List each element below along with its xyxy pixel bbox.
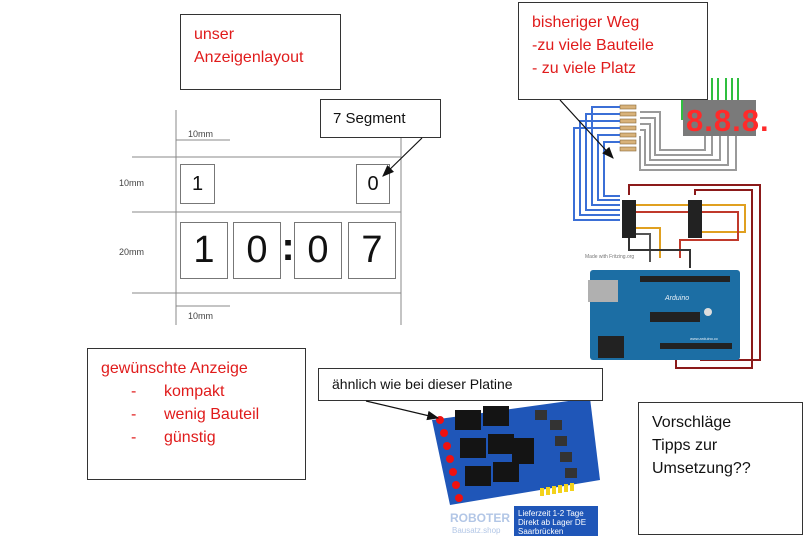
red-leds	[436, 416, 463, 502]
suggestions-box: Vorschläge Tipps zur Umsetzung??	[638, 402, 803, 535]
desired-bullet-1: - kompakt	[101, 380, 305, 403]
layout-note-line-1: unser	[194, 26, 235, 43]
large-digit-4-text: 7	[361, 229, 383, 271]
seven-segment-modules	[455, 406, 534, 486]
small-digit-right-text: 0	[367, 172, 379, 195]
push-buttons	[535, 410, 577, 478]
previous-way-box: bisheriger Weg -zu viele Bauteile - zu v…	[518, 2, 708, 100]
shift-register-1	[622, 200, 636, 238]
shift-register-2	[688, 200, 702, 238]
layout-note-line-2: Anzeigenlayout	[194, 49, 304, 66]
similar-note-box: ähnlich wie bei dieser Platine	[318, 368, 603, 401]
desired-bullet-3-text: günstig	[164, 429, 216, 446]
desired-bullet-3: - günstig	[101, 426, 305, 449]
desired-bullet-2-text: wenig Bauteil	[164, 406, 260, 423]
large-digit-1: 1	[180, 222, 228, 279]
desired-display-title: gewünschte Anzeige	[101, 360, 248, 377]
banner-line-1: Lieferzeit 1-2 Tage	[518, 509, 584, 518]
banner-line-2: Direkt ab Lager DE	[518, 518, 586, 527]
led-display	[683, 100, 756, 136]
led-display-text: 8.8.8.	[686, 103, 770, 138]
segment-note-text: 7 Segment	[333, 110, 406, 127]
bullet-marker: -	[131, 383, 137, 400]
layout-note-box: unser Anzeigenlayout	[180, 14, 341, 90]
small-digit-left: 1	[180, 164, 215, 204]
large-digit-3-text: 0	[307, 229, 329, 271]
large-digit-4: 7	[348, 222, 396, 279]
previous-way-line-1: bisheriger Weg	[532, 14, 640, 31]
small-digit-left-text: 1	[191, 172, 204, 195]
similar-note-text: ähnlich wie bei dieser Platine	[332, 376, 513, 392]
colon-text: :	[281, 225, 295, 269]
large-digit-3: 0	[294, 222, 342, 279]
shop-banner	[514, 506, 598, 536]
previous-way-line-3: - zu viele Platz	[532, 60, 637, 77]
large-digit-1-text: 1	[193, 229, 215, 271]
desired-display-box: gewünschte Anzeige - kompakt - wenig Bau…	[87, 348, 306, 480]
desired-bullet-2: - wenig Bauteil	[101, 403, 305, 426]
fritzing-credit: Made with Fritzing.org	[585, 254, 634, 260]
arduino-label: Arduino	[664, 295, 689, 302]
arduino-site: www.arduino.cc	[690, 336, 718, 341]
suggestions-line-1: Vorschläge	[652, 414, 732, 431]
segment-note-box: 7 Segment	[320, 99, 441, 138]
header-pins	[540, 483, 574, 496]
usb-port	[588, 280, 618, 302]
bullet-marker: -	[131, 429, 137, 446]
suggestions-line-2: Tipps zur	[652, 437, 718, 454]
large-digit-2: 0	[233, 222, 281, 279]
previous-way-line-2: -zu viele Bauteile	[532, 37, 654, 54]
suggestions-line-3: Umsetzung??	[652, 460, 751, 477]
banner-line-3: Saarbrücken	[518, 527, 563, 536]
desired-bullet-1-text: kompakt	[164, 383, 225, 400]
large-digit-2-text: 0	[246, 229, 268, 271]
power-jack	[598, 336, 624, 358]
shop-sub: Bausatz.shop	[452, 526, 501, 535]
colon: :	[280, 225, 296, 273]
shop-logo: ROBOTER	[450, 511, 510, 525]
bullet-marker: -	[131, 406, 137, 423]
